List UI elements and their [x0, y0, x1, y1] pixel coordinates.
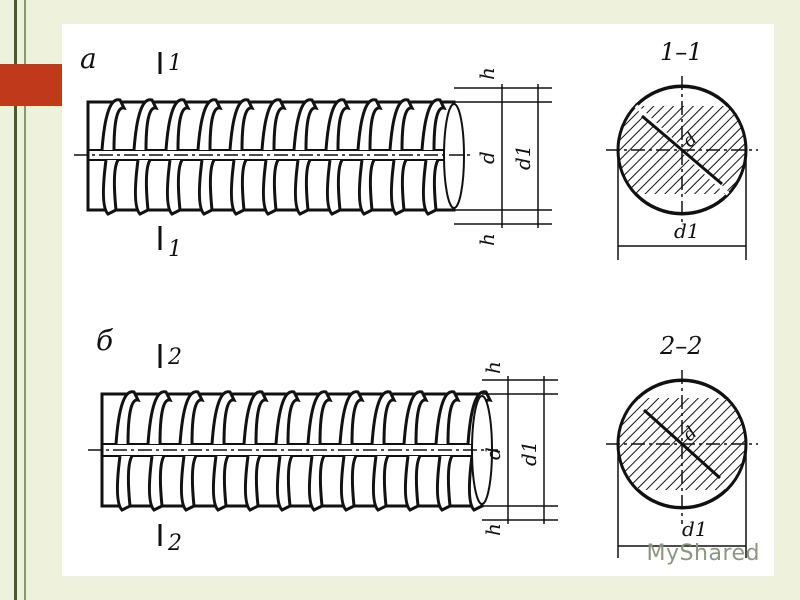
a-rib-top	[356, 98, 383, 151]
a-rib-bottom	[165, 159, 184, 216]
section-2-dim-d1: d1	[682, 517, 708, 541]
b-rib-bottom	[307, 455, 326, 512]
dim-h-top-a: h	[475, 67, 499, 80]
b-rib-bottom	[115, 455, 134, 512]
b-rib-top	[306, 390, 333, 445]
b-rib-bottom	[211, 455, 230, 512]
a-rib-top	[228, 98, 255, 151]
a-rib-top	[324, 98, 351, 151]
b-rib-bottom	[403, 455, 422, 512]
a-rib-bottom	[421, 159, 440, 216]
a-rib-bottom	[357, 159, 376, 216]
frame-line-1	[14, 0, 17, 600]
a-rib-bottom	[229, 159, 248, 216]
dimensions-a	[454, 84, 552, 228]
b-rib-top	[338, 390, 365, 445]
a-rib-bottom	[293, 159, 312, 216]
dimensions-b	[482, 376, 558, 524]
b-rib-bottom	[179, 455, 198, 512]
b-rib-top	[274, 390, 301, 445]
a-rib-top	[100, 98, 127, 151]
b-rib-top	[114, 390, 141, 445]
section-mark-b-top: 2	[167, 345, 182, 370]
a-rib-top	[196, 98, 223, 151]
section-2-title: 2–2	[659, 332, 703, 360]
rebar-b	[100, 390, 493, 512]
dim-h-bottom-a: h	[475, 233, 499, 246]
b-rib-bottom	[435, 455, 454, 512]
dim-h-top-b: h	[481, 361, 505, 374]
accent-bar	[0, 64, 62, 106]
dim-d-b: d	[481, 447, 505, 460]
figure-panel: а 1 1 h d d1 h 1–1 d d1 б 2	[62, 24, 774, 576]
b-rib-top	[242, 390, 269, 445]
frame-line-2	[24, 0, 26, 600]
b-rib-bottom	[147, 455, 166, 512]
a-rib-top	[260, 98, 287, 151]
b-rib-top	[210, 390, 237, 445]
dim-h-bottom-b: h	[481, 523, 505, 536]
dimension-d1-section-1	[617, 154, 747, 260]
figure-a-label: а	[80, 42, 97, 75]
a-rib-bottom	[101, 159, 120, 216]
ribs-b	[114, 390, 493, 512]
b-rib-top	[146, 390, 173, 445]
dim-d1-a: d1	[511, 144, 535, 170]
b-rib-bottom	[243, 455, 262, 512]
a-rib-top	[388, 98, 415, 151]
dimension-d1-section-2	[617, 448, 747, 558]
a-rib-bottom	[325, 159, 344, 216]
watermark: MyShared	[646, 541, 760, 566]
b-rib-top	[178, 390, 205, 445]
dim-d1-b: d1	[517, 440, 541, 466]
rebar-a	[86, 98, 465, 216]
section-mark-a-top: 1	[168, 51, 182, 76]
a-rib-bottom	[197, 159, 216, 216]
dim-d-a: d	[475, 151, 499, 164]
a-rib-bottom	[133, 159, 152, 216]
b-rib-bottom	[371, 455, 390, 512]
a-rib-bottom	[261, 159, 280, 216]
a-rib-top	[132, 98, 159, 151]
figure-b-label: б	[96, 324, 114, 357]
rebar-diagram: а 1 1 h d d1 h 1–1 d d1 б 2	[74, 38, 758, 558]
ribs-a	[100, 98, 447, 216]
a-rib-bottom	[389, 159, 408, 216]
section-1-title: 1–1	[660, 38, 703, 66]
b-rib-top	[370, 390, 397, 445]
a-rib-top	[164, 98, 191, 151]
a-rib-top	[420, 98, 447, 151]
b-rib-top	[402, 390, 429, 445]
b-rib-top	[434, 390, 461, 445]
a-rib-top	[292, 98, 319, 151]
section-mark-a-bottom: 1	[168, 237, 182, 262]
section-1-dim-d1: d1	[674, 219, 700, 243]
b-rib-bottom	[275, 455, 294, 512]
section-mark-b-bottom: 2	[167, 531, 182, 556]
b-rib-bottom	[339, 455, 358, 512]
